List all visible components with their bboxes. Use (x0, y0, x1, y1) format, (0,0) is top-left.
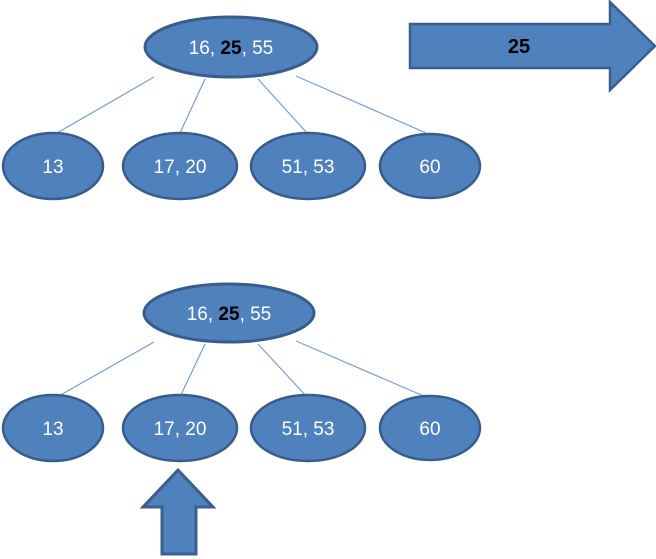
node-top-51-53: 51, 53 (249, 131, 367, 201)
tree-edge (295, 75, 427, 134)
node-bottom-root-label-part: 16, (187, 304, 219, 325)
node-bottom-13-label-part: 13 (42, 419, 63, 440)
node-top-13-label-part: 13 (42, 157, 63, 178)
node-bottom-60: 60 (378, 394, 482, 462)
node-bottom-17-20-label: 17, 20 (154, 419, 207, 440)
tree-edge (179, 78, 206, 134)
node-bottom-51-53-shape (249, 393, 367, 463)
node-bottom-root-label: 16, 25, 55 (187, 304, 272, 325)
node-top-51-53-label-part: 51, 53 (282, 157, 335, 178)
node-top-13: 13 (1, 131, 105, 201)
node-top-root-label-part: , 55 (242, 38, 274, 59)
node-top-root-shape (143, 15, 319, 79)
node-top-51-53-shape (249, 131, 367, 201)
node-top-17-20: 17, 20 (121, 131, 239, 201)
node-top-51-53-label: 51, 53 (282, 157, 335, 178)
tree-edge (257, 78, 308, 134)
node-top-17-20-label-part: 17, 20 (154, 157, 207, 178)
tree-edge (295, 340, 427, 398)
node-top-60-label-part: 60 (419, 157, 440, 178)
node-bottom-60-shape (378, 394, 482, 462)
node-top-root-label: 16, 25, 55 (189, 38, 274, 59)
node-top-17-20-shape (121, 131, 239, 201)
tree-edge (56, 341, 155, 398)
node-bottom-17-20-label-part: 17, 20 (154, 419, 207, 440)
node-top-13-label: 13 (42, 157, 63, 178)
node-bottom-13-shape (1, 393, 105, 463)
node-top-root-label-part: 25 (220, 38, 242, 59)
tree-edge (179, 343, 206, 398)
right-block-arrow-label: 25 (508, 36, 530, 58)
node-top-60: 60 (378, 132, 482, 200)
node-bottom-60-label: 60 (419, 419, 440, 440)
node-bottom-root-shape (142, 282, 316, 344)
node-bottom-17-20: 17, 20 (121, 393, 239, 463)
up-block-arrow (139, 467, 217, 556)
node-bottom-13-label: 13 (42, 419, 63, 440)
tree-edge (257, 343, 308, 398)
node-top-root: 16, 25, 55 (143, 15, 319, 79)
node-bottom-51-53: 51, 53 (249, 393, 367, 463)
node-top-13-shape (1, 131, 105, 201)
node-bottom-51-53-label-part: 51, 53 (282, 419, 335, 440)
node-bottom-13: 13 (1, 393, 105, 463)
tree-edge (56, 76, 155, 134)
node-bottom-60-label-part: 60 (419, 419, 440, 440)
node-bottom-51-53-label: 51, 53 (282, 419, 335, 440)
node-bottom-root-label-part: , 55 (240, 304, 272, 325)
node-bottom-root-label-part: 25 (218, 304, 240, 325)
node-top-60-shape (378, 132, 482, 200)
right-block-arrow (408, 0, 656, 93)
node-bottom-root: 16, 25, 55 (142, 282, 316, 344)
node-top-17-20-label: 17, 20 (154, 157, 207, 178)
node-bottom-17-20-shape (121, 393, 239, 463)
node-top-60-label: 60 (419, 157, 440, 178)
node-top-root-label-part: 16, (189, 38, 221, 59)
